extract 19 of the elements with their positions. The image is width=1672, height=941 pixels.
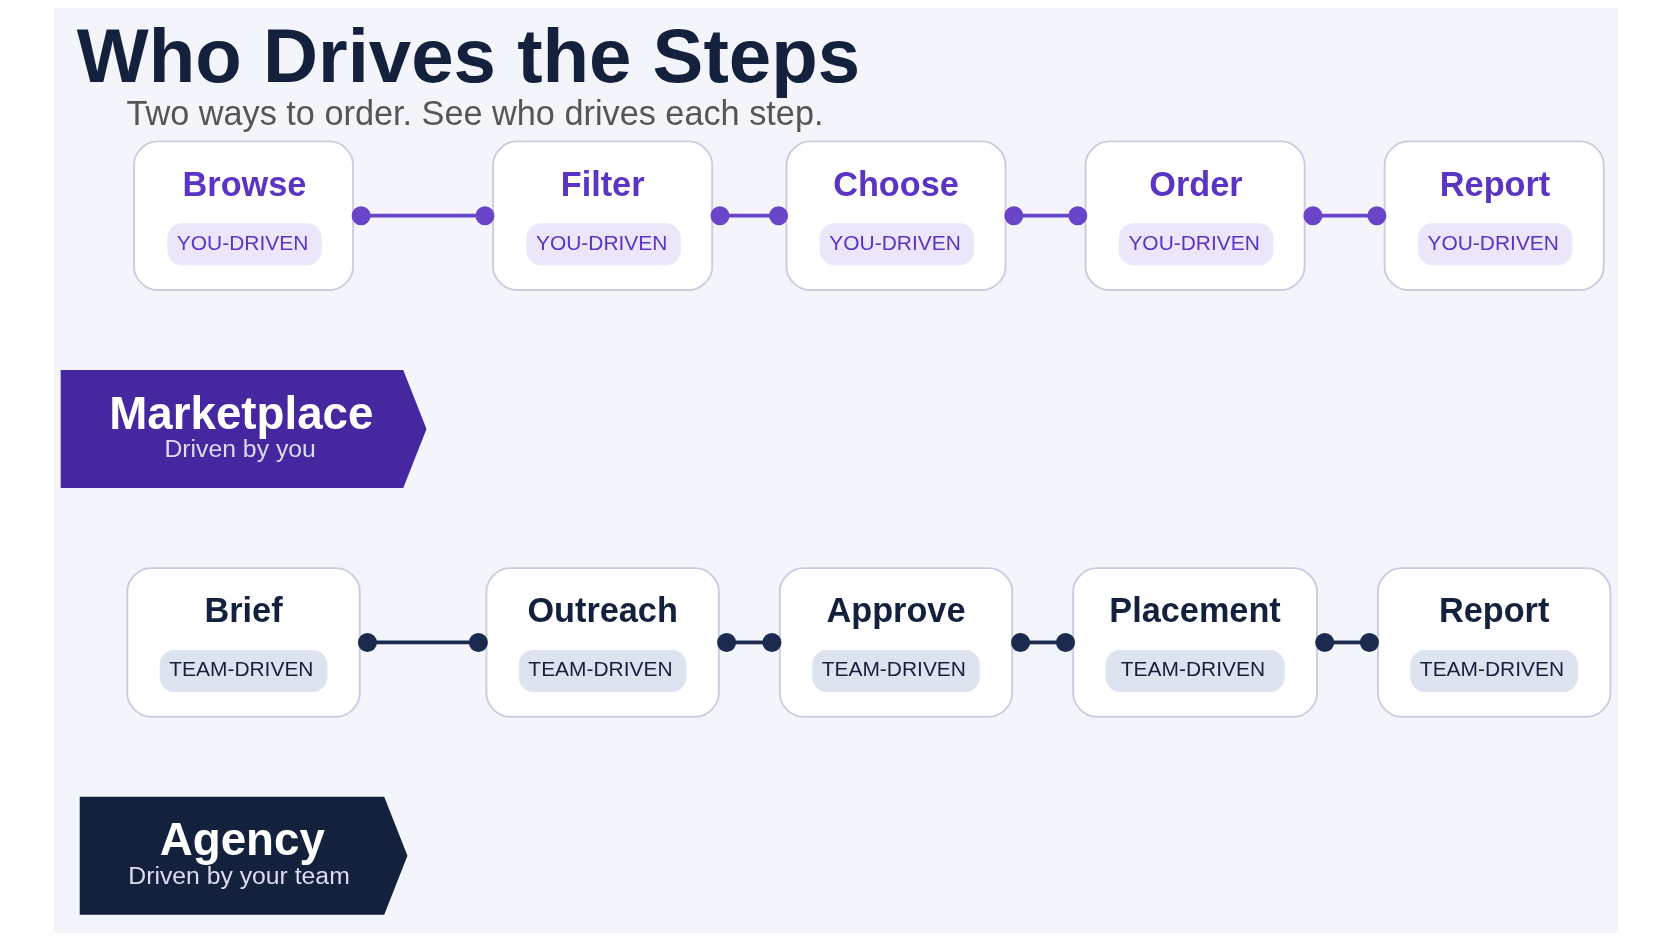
connector	[351, 206, 495, 226]
node-box: Order YOU-DRIVEN	[1084, 140, 1306, 291]
connector	[717, 632, 782, 652]
node-box: Filter YOU-DRIVEN	[492, 140, 714, 291]
connector	[357, 632, 488, 652]
node-box: Report TEAM-DRIVEN	[1377, 567, 1612, 718]
node-box: Report YOU-DRIVEN	[1383, 140, 1605, 291]
node-box: Outreach TEAM-DRIVEN	[485, 567, 720, 718]
node-box: Brief TEAM-DRIVEN	[126, 567, 361, 718]
connector	[710, 206, 789, 226]
connector	[1011, 632, 1076, 652]
connector	[1315, 632, 1379, 652]
node-box: Browse YOU-DRIVEN	[133, 140, 355, 291]
connector	[1004, 206, 1088, 226]
node-box: Approve TEAM-DRIVEN	[778, 567, 1014, 718]
node-box: Choose YOU-DRIVEN	[785, 140, 1007, 291]
node-box: Placement TEAM-DRIVEN	[1072, 567, 1318, 718]
connector	[1303, 206, 1387, 226]
diagram-title: Who Drives the Steps	[76, 13, 861, 99]
